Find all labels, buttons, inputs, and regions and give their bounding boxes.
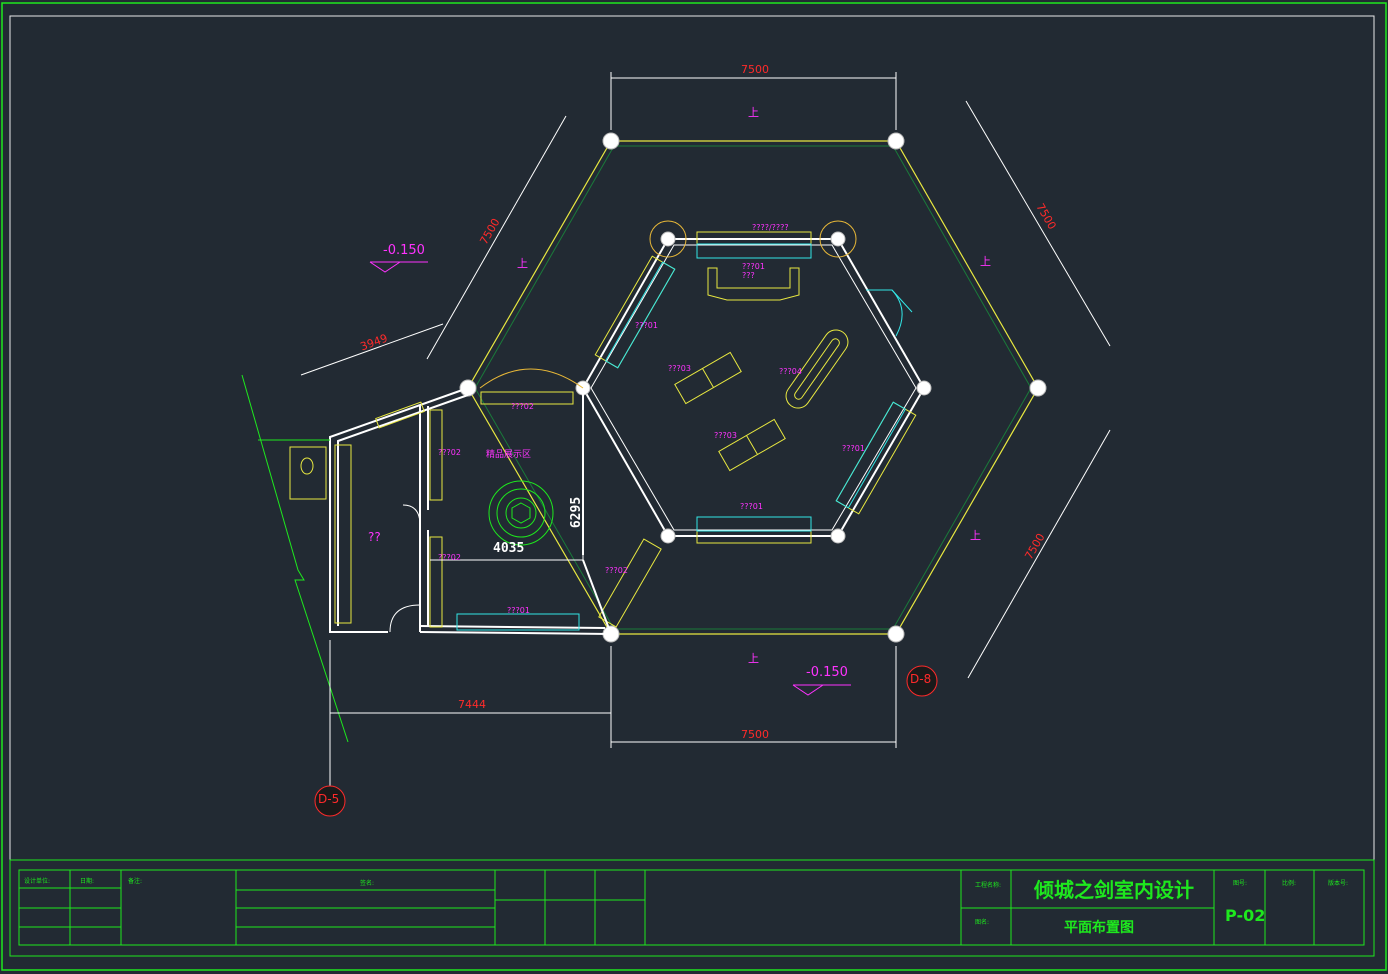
tb-sign-label: 签名:: [360, 880, 375, 887]
label-hex-right: ???01: [842, 444, 865, 453]
center-displays: [674, 329, 849, 472]
tb-scale-label: 比例:: [1282, 880, 1297, 887]
label-room-left-upper: ???02: [438, 448, 461, 457]
dim-upper-left: 7500: [477, 216, 503, 247]
site-boundary: [241, 374, 349, 743]
dim-top: 7500: [741, 63, 769, 76]
label-hex-center-left: ???03: [668, 364, 691, 373]
dim-room-width: 4035: [493, 541, 525, 556]
label-small-room: ??: [368, 530, 381, 544]
up-mark-right: 上: [980, 255, 991, 268]
label-hex-lower-left: ???02: [605, 566, 628, 575]
label-hex-bottom: ???01: [740, 502, 763, 511]
dimension-lines: [300, 72, 1111, 790]
label-hex-center: ???03: [714, 431, 737, 440]
label-room-top: ???02: [511, 402, 534, 411]
drawing-title: 平面布置图: [1064, 920, 1134, 936]
drawing-number: P-02: [1225, 906, 1266, 925]
up-mark-left: 上: [517, 257, 528, 270]
level-left: -0.150: [383, 243, 425, 258]
dim-left-wing-top: 3949: [358, 331, 390, 354]
dim-lower-right: 7500: [1022, 531, 1048, 562]
tb-remarks: 备注:: [128, 878, 143, 885]
decor-plants: [649, 220, 857, 258]
tb-version-label: 版本号:: [1328, 880, 1349, 887]
marker-d8: D-8: [910, 672, 932, 686]
tb-date: 日期:: [80, 878, 95, 885]
tb-drawing-label: 图名:: [975, 919, 990, 926]
tb-project-label: 工程名称:: [975, 882, 1002, 889]
section-marker-circles: [314, 665, 938, 817]
label-hex-top: ????/????: [752, 223, 789, 232]
title-block: [9, 859, 1375, 957]
dim-room-height: 6295: [569, 496, 585, 529]
label-room-bottom: ???01: [507, 606, 530, 615]
tb-drawingno-label: 图号:: [1233, 880, 1248, 887]
up-mark-bottom: 上: [748, 652, 759, 665]
level-markers: [369, 261, 851, 696]
up-mark-lower-right: 上: [970, 529, 981, 542]
tb-design-unit: 设计单位:: [24, 878, 51, 885]
project-title: 倾城之剑室内设计: [1034, 878, 1194, 902]
dim-left-wing-bottom: 7444: [458, 698, 486, 711]
label-hex-top2: ???01: [742, 262, 765, 271]
level-right: -0.150: [806, 665, 848, 680]
annex-furniture: [289, 368, 584, 633]
round-display: [488, 480, 554, 546]
marker-d5: D-5: [318, 792, 340, 806]
label-hex-top3: ???: [742, 271, 755, 280]
dim-bottom: 7500: [741, 728, 769, 741]
label-room-left-lower: ???02: [438, 553, 461, 562]
label-room-title: 精品展示区: [486, 450, 532, 460]
label-hex-left-upper: ???01: [635, 321, 658, 330]
label-hex-center-right: ???04: [779, 367, 802, 376]
dim-upper-right: 7500: [1033, 201, 1059, 232]
hex-door: [866, 289, 913, 337]
up-mark-top: 上: [748, 106, 759, 119]
